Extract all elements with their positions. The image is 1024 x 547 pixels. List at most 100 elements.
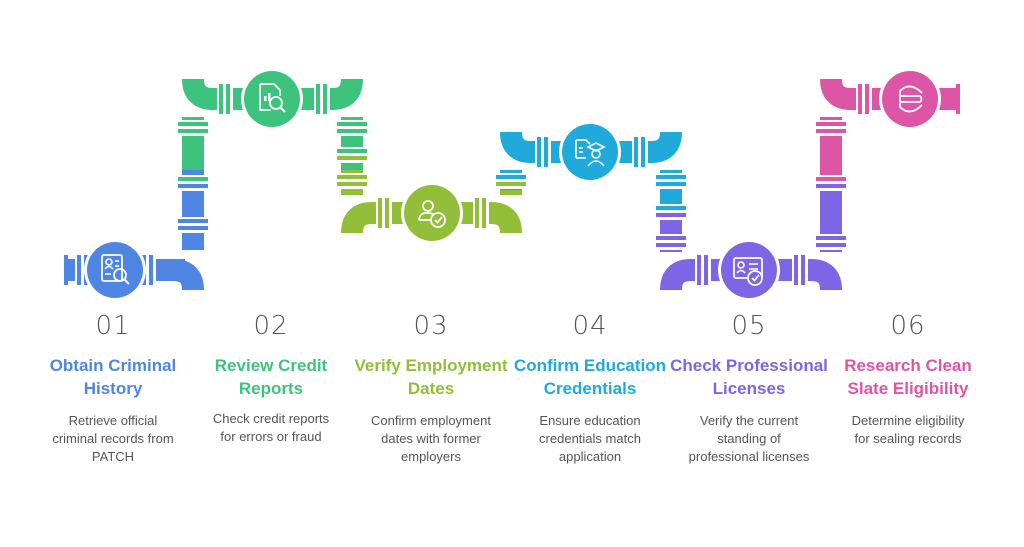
pipe-flange bbox=[178, 177, 208, 181]
node-circle bbox=[721, 242, 777, 298]
criminal-record-search-icon bbox=[101, 254, 130, 285]
pipe-flange bbox=[656, 175, 686, 179]
pipe-flange bbox=[226, 84, 230, 114]
step-number: 02 bbox=[253, 311, 289, 341]
step-node-3 bbox=[401, 182, 463, 244]
person-head bbox=[737, 261, 745, 269]
step-description: Check credit reports for errors or fraud bbox=[212, 411, 330, 444]
pipe-elbow bbox=[341, 202, 373, 234]
pipe-flange bbox=[178, 219, 208, 223]
step-title: Obtain Criminal History bbox=[49, 356, 177, 398]
pipe-flange bbox=[178, 226, 208, 230]
person-head bbox=[105, 258, 113, 266]
person-body bbox=[104, 265, 114, 270]
check-circle bbox=[430, 212, 446, 228]
pipe-flange bbox=[496, 182, 526, 186]
step-4: 04 Confirm Education Credentials Ensure … bbox=[510, 308, 670, 466]
graduate-document-icon bbox=[575, 139, 606, 167]
pipe-flange bbox=[482, 198, 486, 228]
pipe-flange bbox=[178, 122, 208, 126]
step-description: Retrieve official criminal records from … bbox=[52, 413, 174, 464]
node-circle bbox=[562, 124, 618, 180]
step-number: 01 bbox=[95, 311, 131, 341]
slate-band bbox=[900, 95, 923, 103]
step-node-4 bbox=[559, 121, 621, 183]
pipe-flange bbox=[337, 149, 367, 153]
magnifier-lens bbox=[269, 96, 283, 110]
pipe-flange bbox=[704, 255, 708, 285]
step-2: 02 Review Credit Reports Check credit re… bbox=[191, 308, 351, 446]
pipe-elbow bbox=[650, 131, 682, 163]
pipe-flange bbox=[816, 129, 846, 133]
pipe-elbow bbox=[490, 202, 522, 234]
step-title: Verify Employment Dates bbox=[354, 356, 508, 398]
pipe-flange bbox=[496, 175, 526, 179]
magnifier-handle bbox=[279, 106, 286, 113]
pipe-flange bbox=[816, 236, 846, 240]
pipe-flange bbox=[816, 122, 846, 126]
person-body bbox=[736, 269, 746, 274]
bar bbox=[268, 93, 271, 101]
pipe-flange bbox=[816, 177, 846, 181]
pipe-flange bbox=[149, 255, 153, 285]
pipe-flange bbox=[697, 255, 701, 285]
pipe-flange bbox=[656, 243, 686, 247]
step-description: Ensure education credentials match appli… bbox=[539, 413, 641, 464]
person-head bbox=[422, 200, 434, 212]
pipe-segment bbox=[500, 190, 522, 195]
pipe-flange bbox=[337, 182, 367, 186]
pipe-elbow bbox=[172, 259, 204, 291]
pipe-elbow bbox=[660, 259, 692, 291]
pipe-flange bbox=[378, 198, 382, 228]
step-node-5 bbox=[718, 239, 780, 301]
pipe-elbow bbox=[331, 78, 363, 110]
step-number: 05 bbox=[731, 311, 767, 341]
slate-outline bbox=[899, 85, 923, 113]
pipe-flange bbox=[178, 129, 208, 133]
pipe-segments bbox=[64, 78, 960, 291]
doc-outline bbox=[101, 254, 123, 282]
pipe-flange bbox=[537, 137, 541, 167]
step-number: 06 bbox=[890, 311, 926, 341]
pipe-elbow bbox=[500, 131, 532, 163]
pipe-end-cap bbox=[956, 84, 960, 114]
step-6: 06 Research Clean Slate Eligibility Dete… bbox=[828, 308, 988, 448]
person-body bbox=[418, 211, 435, 221]
pipe-flange bbox=[544, 137, 548, 167]
pipe-flange bbox=[656, 236, 686, 240]
grad-head bbox=[591, 149, 601, 159]
pipe-flange bbox=[794, 255, 798, 285]
pipe-flange bbox=[219, 84, 223, 114]
bar bbox=[264, 96, 267, 101]
pipe-flange bbox=[656, 182, 686, 186]
pipe-elbow bbox=[820, 78, 852, 110]
license-verified-icon bbox=[733, 257, 763, 286]
step-5: 05 Check Professional Licenses Verify th… bbox=[669, 308, 829, 466]
step-number: 04 bbox=[572, 311, 608, 341]
credit-report-search-icon bbox=[259, 83, 286, 113]
pipe-flange bbox=[337, 129, 367, 133]
pipe-flange bbox=[316, 84, 320, 114]
magnifier-handle bbox=[123, 278, 130, 285]
step-title: Check Professional Licenses bbox=[670, 356, 828, 398]
pipe-flange bbox=[337, 122, 367, 126]
node-circle bbox=[882, 71, 938, 127]
check-mark bbox=[751, 274, 760, 282]
pipe-flange bbox=[816, 184, 846, 188]
clean-slate-icon bbox=[899, 85, 923, 113]
step-node-6 bbox=[879, 68, 941, 130]
check-circle bbox=[747, 270, 763, 286]
pipe-flange bbox=[323, 84, 327, 114]
step-3: 03 Verify Employment Dates Confirm emplo… bbox=[351, 308, 511, 466]
step-description: Confirm employment dates with former emp… bbox=[371, 413, 491, 464]
pipe-flange bbox=[801, 255, 805, 285]
step-1: 01 Obtain Criminal History Retrieve offi… bbox=[33, 308, 193, 466]
pipe-flange bbox=[337, 156, 367, 160]
pipe-flange bbox=[656, 206, 686, 210]
pipe-flange bbox=[77, 255, 81, 285]
step-number: 03 bbox=[413, 311, 449, 341]
pipe-flange bbox=[337, 175, 367, 179]
pipe-flange bbox=[475, 198, 479, 228]
pipe-flange bbox=[385, 198, 389, 228]
